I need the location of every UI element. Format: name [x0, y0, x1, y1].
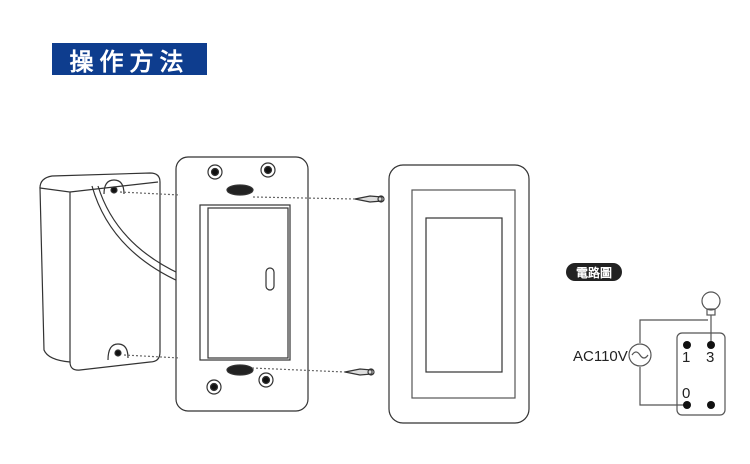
bulb-icon [701, 291, 721, 311]
terminal-3-label: 3 [706, 349, 714, 366]
mounting-frame [175, 156, 309, 412]
voltage-label: AC110V [573, 348, 628, 365]
ac-source-icon [628, 343, 652, 367]
circuit-diagram-heading: 電路圖 [566, 263, 622, 281]
screw-top [354, 195, 385, 203]
switch-terminal-block [676, 332, 726, 416]
terminal-0-label: 0 [682, 385, 690, 402]
junction-box [39, 172, 181, 371]
section-title: 操作方法 [52, 43, 207, 76]
screw-bottom [344, 368, 375, 376]
cover-plate [388, 164, 530, 424]
guide-lines [119, 191, 356, 373]
circuit-diagram [628, 291, 726, 416]
terminal-1-label: 1 [682, 349, 690, 366]
